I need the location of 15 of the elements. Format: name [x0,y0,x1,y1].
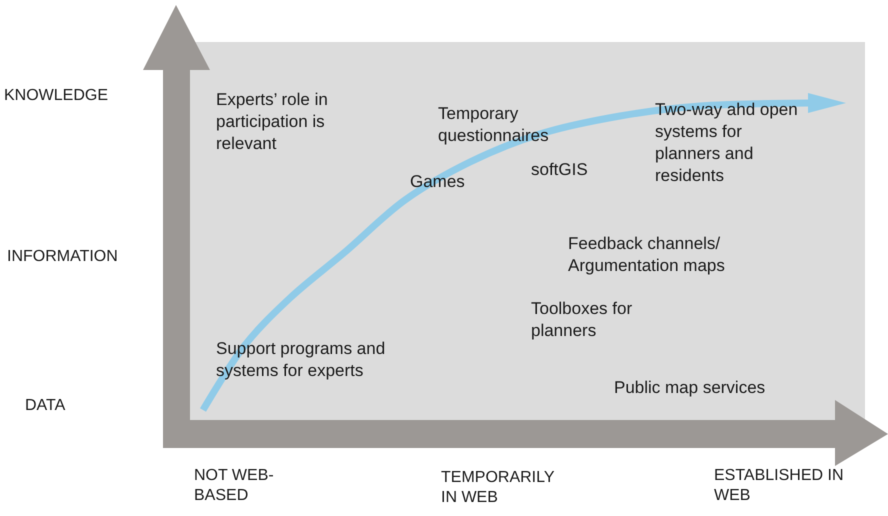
axis-label: NOT WEB-BASED [194,466,275,506]
item-label: Feedback channels/ Argumentation maps [568,233,726,277]
axis-label: ESTABLISHED IN WEB [714,466,844,506]
axis-label: DATA [25,396,66,416]
axis-label: INFORMATION [7,247,119,267]
item-label: softGIS [531,159,589,181]
axis-label: TEMPORARILY IN WEB [441,468,556,508]
item-label: Public map services [614,377,766,399]
item-label: Games [410,171,466,193]
item-label: Two-way ahd open systems for planners and residents [655,99,799,187]
note: Experts’ role in participation is relevant [216,89,329,155]
item-label: Toolboxes for planners [531,298,634,342]
item-label: Support programs and systems for experts [216,338,386,382]
axis-label: KNOWLEDGE [4,86,110,106]
item-label: Temporary questionnaires [438,103,550,147]
